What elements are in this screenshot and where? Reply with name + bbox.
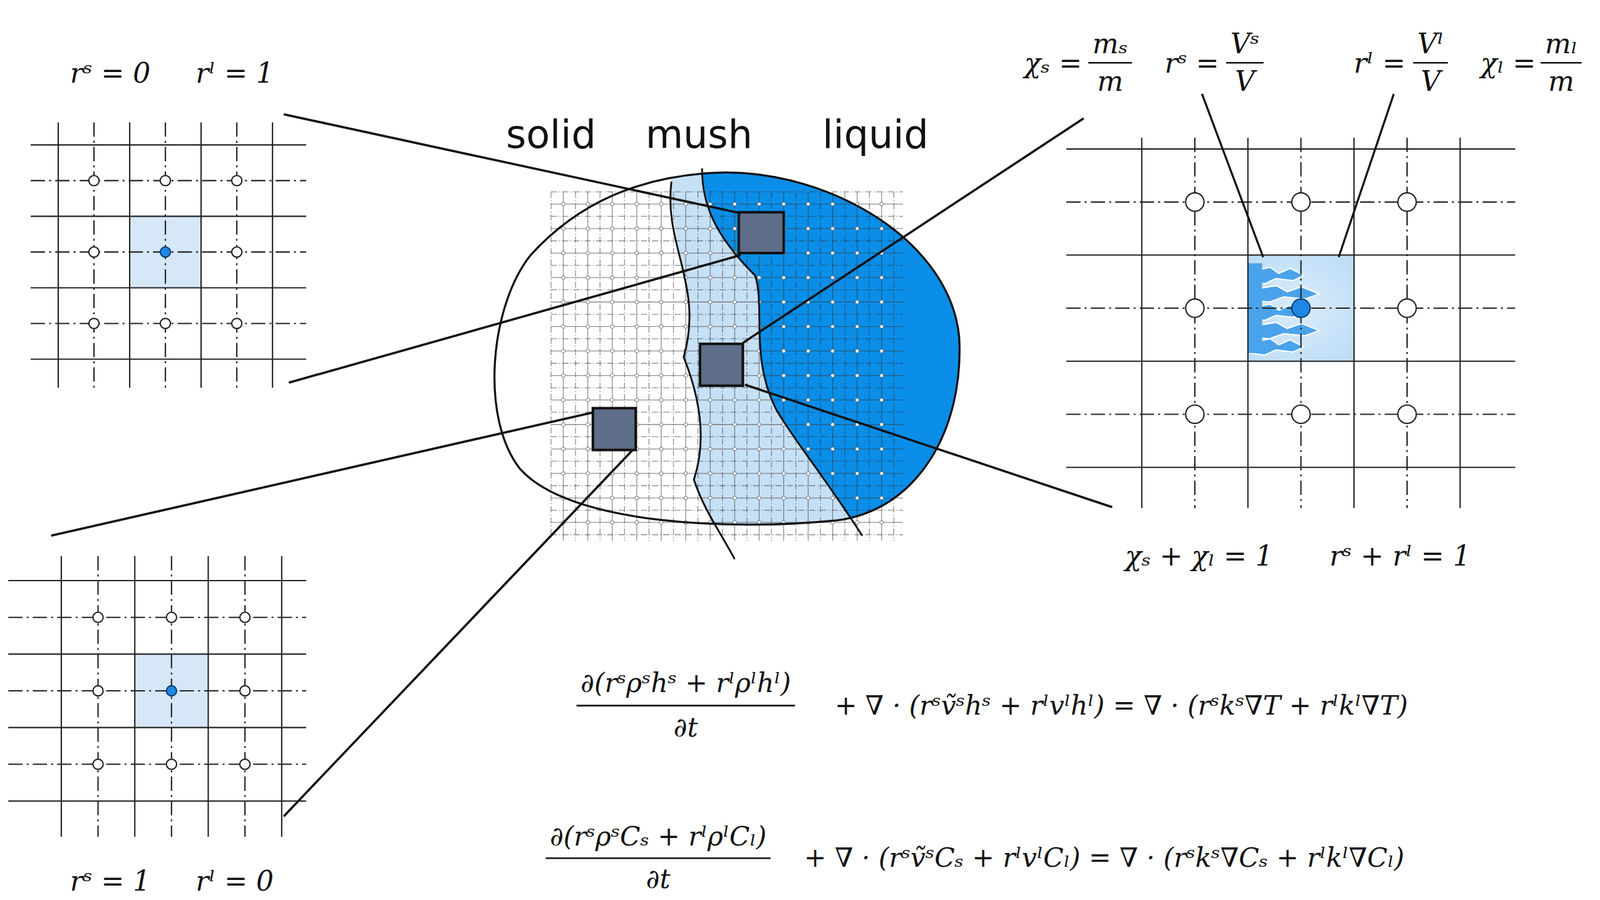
volume-fraction: rˢ =	[1164, 48, 1220, 79]
volume-fraction: rˢ = 1	[70, 866, 151, 897]
grid-node	[239, 758, 250, 770]
grid-node	[92, 758, 103, 770]
grid-node	[160, 318, 171, 329]
equation-denominator: ∂t	[673, 713, 699, 743]
fraction-bar	[1088, 61, 1133, 64]
fraction-bar	[576, 704, 796, 707]
grid-node	[1185, 405, 1204, 424]
mass-fraction: χₛ =	[1023, 48, 1082, 79]
cell-node	[1291, 298, 1311, 317]
cell-node	[160, 246, 171, 257]
fraction-denominator: V	[1420, 66, 1441, 97]
constraint-equation: rˢ + rˡ = 1	[1329, 541, 1471, 572]
grid-node	[239, 612, 250, 623]
grid-node	[1397, 298, 1416, 317]
mass-fraction: χₗ =	[1480, 48, 1536, 79]
grid-node	[88, 318, 99, 329]
equation-numerator: ∂(rˢρˢhˢ + rˡρˡhˡ)	[580, 668, 791, 699]
grid-node	[92, 612, 103, 623]
volume-fraction: rˢ = 0	[70, 58, 151, 89]
grid-node	[92, 685, 103, 696]
grid-node	[166, 612, 177, 623]
fraction-numerator: Vˢ	[1230, 28, 1260, 59]
grid-node	[1291, 192, 1311, 212]
volume-fraction: rˡ =	[1353, 48, 1406, 79]
equation-body: + ∇ · (rˢṽˢCₛ + rˡvˡCₗ) = ∇ · (rˢkˢ∇Cₛ +…	[804, 843, 1405, 873]
equation-body: + ∇ · (rˢṽˢhˢ + rˡvˡhˡ) = ∇ · (rˢkˢ∇T + …	[834, 691, 1408, 721]
equation-denominator: ∂t	[646, 864, 671, 895]
grid-node	[88, 175, 99, 186]
domain-outline	[494, 172, 960, 525]
grid-node	[88, 246, 99, 257]
constraint-equation: χₛ + χₗ = 1	[1124, 541, 1273, 572]
grid-node	[166, 758, 177, 770]
grid-node	[1397, 405, 1416, 424]
domain-figure	[494, 142, 1021, 572]
volume-leader-lines	[1201, 93, 1394, 258]
fraction-numerator: mₛ	[1092, 28, 1129, 59]
fraction-numerator: Vˡ	[1417, 28, 1444, 59]
fraction-bar	[1540, 61, 1582, 64]
grid-node	[160, 175, 171, 186]
sample-cell-solid	[593, 408, 636, 451]
region-label: liquid	[822, 113, 929, 156]
grid-node	[1397, 192, 1416, 212]
grid-node	[1185, 298, 1204, 317]
fraction-bar	[545, 857, 771, 860]
region-label: solid	[505, 113, 597, 156]
sample-cell-liquid	[738, 212, 785, 253]
cell-node	[166, 685, 177, 696]
volume-fraction: rˡ = 0	[196, 866, 275, 897]
inset-mush-cell	[1066, 137, 1516, 508]
grid-node	[239, 685, 250, 696]
volume-fraction: rˡ = 1	[196, 58, 275, 89]
region-label: mush	[645, 113, 753, 156]
dendrite-shapes	[1248, 263, 1320, 356]
fraction-bar	[1226, 61, 1264, 64]
grid-node	[231, 246, 242, 257]
fraction-denominator: m	[1097, 66, 1124, 97]
grid-node	[231, 175, 242, 186]
fraction-denominator: m	[1548, 66, 1575, 97]
inset-solid-cell	[8, 556, 307, 837]
grid-node	[1185, 192, 1204, 212]
inset-liquid-cell	[30, 122, 307, 389]
grid-node	[1291, 405, 1311, 424]
equation-numerator: ∂(rˢρˢCₛ + rˡρˡCₗ)	[549, 822, 767, 852]
sample-cell-mush	[700, 343, 743, 386]
fraction-bars	[545, 62, 1582, 858]
grid-node	[231, 318, 242, 329]
fraction-bar	[1413, 61, 1448, 64]
fraction-numerator: mₗ	[1544, 28, 1578, 59]
fraction-denominator: V	[1234, 66, 1255, 97]
